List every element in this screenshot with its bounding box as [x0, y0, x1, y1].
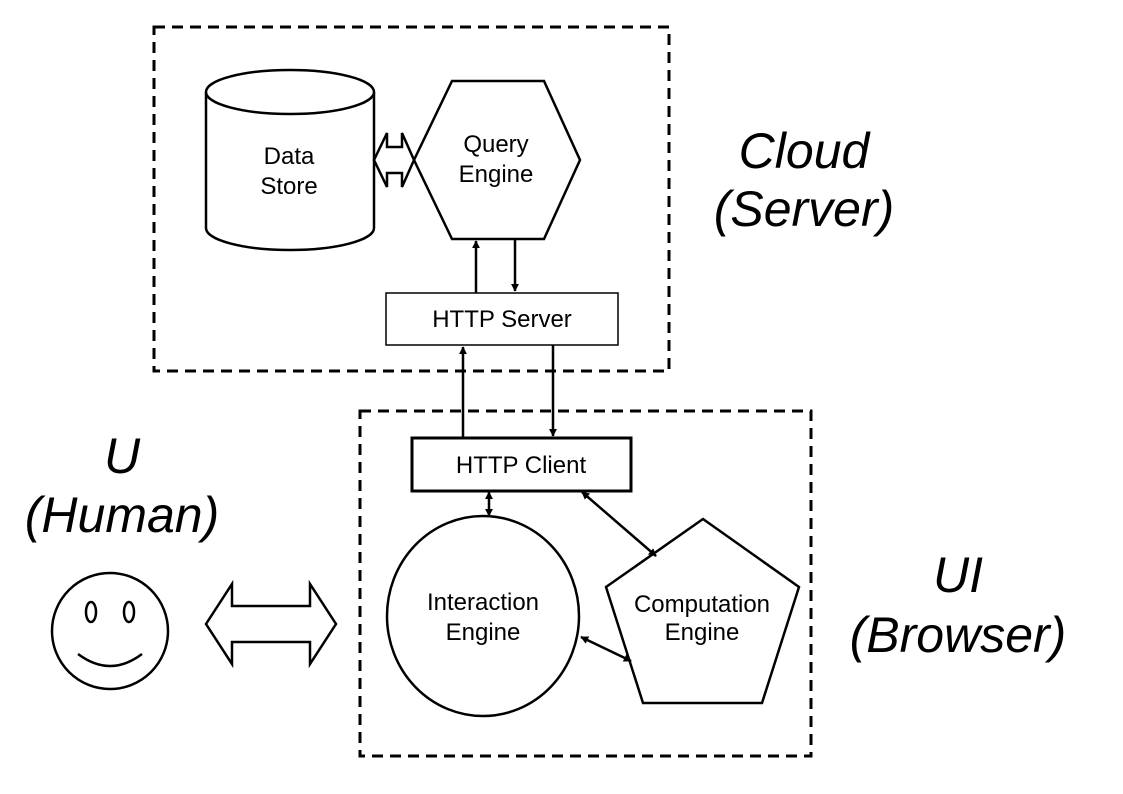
ui-label-line2: (Browser): [850, 607, 1067, 663]
human-label-line2: (Human): [25, 487, 219, 543]
http-server-label: HTTP Server: [432, 306, 572, 333]
cloud-region-boundary: [152, 25, 671, 373]
interaction-computation-double-arrow: [580, 635, 632, 663]
data-store-label-line1: Data: [264, 143, 315, 170]
smiley-face-icon: [50, 571, 170, 691]
computation-engine-label-line2: Engine: [665, 619, 740, 646]
data-store-query-engine-double-arrow: [372, 132, 416, 188]
interaction-engine-label-line2: Engine: [446, 619, 521, 646]
query-engine-label-line2: Engine: [459, 161, 534, 188]
client-computation-double-arrow: [581, 491, 657, 557]
interaction-engine-node: Interaction Engine: [385, 514, 581, 718]
http-client-label: HTTP Client: [456, 452, 587, 479]
computation-engine-node: Computation Engine: [604, 517, 801, 705]
cloud-label-line2: (Server): [714, 181, 895, 237]
query-engine-label-line1: Query: [463, 131, 528, 158]
data-store-label-line2: Store: [260, 173, 317, 200]
http-server-node: HTTP Server: [385, 292, 619, 346]
computation-engine-label-line1: Computation: [634, 591, 770, 618]
ui-label-line1: UI: [933, 547, 983, 603]
human-label-line1: U: [104, 428, 141, 484]
data-store-node: Data Store: [204, 68, 376, 252]
http-client-node: HTTP Client: [410, 436, 633, 493]
interaction-engine-label-line1: Interaction: [427, 589, 539, 616]
query-engine-node: Query Engine: [412, 79, 582, 241]
ui-region-boundary: [358, 409, 813, 758]
cloud-label-line1: Cloud: [739, 123, 872, 179]
human-ui-double-arrow: [204, 579, 338, 669]
